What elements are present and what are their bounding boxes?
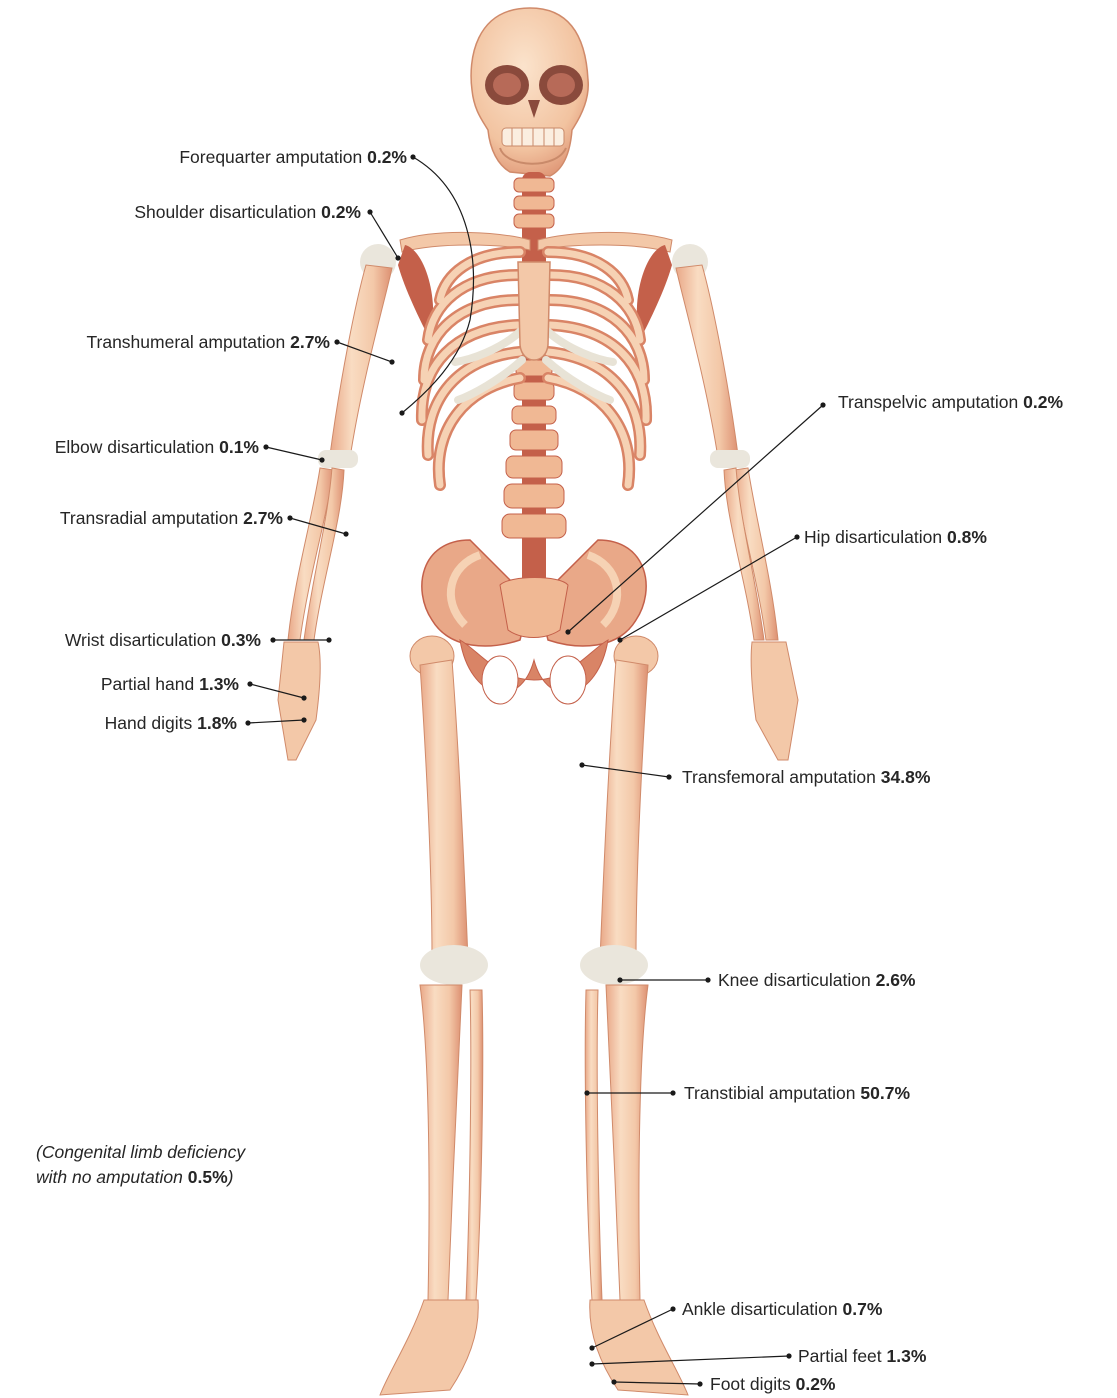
label-forequarter: Forequarter amputation 0.2% — [179, 147, 407, 167]
congenital-note-value: 0.5% — [188, 1167, 228, 1187]
label-partialfeet-name: Partial feet — [798, 1346, 882, 1366]
label-transfemoral-value: 34.8% — [881, 767, 931, 787]
label-ankle-value: 0.7% — [843, 1299, 883, 1319]
label-transhumeral-name: Transhumeral amputation — [86, 332, 285, 352]
label-handdigits-name: Hand digits — [105, 713, 193, 733]
label-knee: Knee disarticulation 2.6% — [718, 970, 916, 990]
leader-transpelvic — [568, 405, 823, 632]
label-footdigits-value: 0.2% — [796, 1374, 836, 1394]
label-wrist-name: Wrist disarticulation — [65, 630, 216, 650]
label-handdigits-value: 1.8% — [197, 713, 237, 733]
label-partialhand-value: 1.3% — [199, 674, 239, 694]
label-transpelvic-name: Transpelvic amputation — [838, 392, 1018, 412]
label-transradial-name: Transradial amputation — [60, 508, 238, 528]
label-knee-value: 2.6% — [876, 970, 916, 990]
label-ankle: Ankle disarticulation 0.7% — [682, 1299, 882, 1319]
label-footdigits-name: Foot digits — [710, 1374, 791, 1394]
label-elbow: Elbow disarticulation 0.1% — [55, 437, 259, 457]
label-hip-name: Hip disarticulation — [804, 527, 942, 547]
left-arm — [672, 244, 798, 760]
label-transtibial-name: Transtibial amputation — [684, 1083, 856, 1103]
label-partialfeet-value: 1.3% — [887, 1346, 927, 1366]
label-shoulder: Shoulder disarticulation 0.2% — [134, 202, 361, 222]
label-transradial-value: 2.7% — [243, 508, 283, 528]
label-transpelvic-value: 0.2% — [1023, 392, 1063, 412]
label-handdigits: Hand digits 1.8% — [105, 713, 237, 733]
label-elbow-value: 0.1% — [219, 437, 259, 457]
label-wrist: Wrist disarticulation 0.3% — [65, 630, 261, 650]
congenital-note-line2: with no amputation 0.5%) — [36, 1165, 245, 1190]
label-transradial: Transradial amputation 2.7% — [60, 508, 283, 528]
label-knee-name: Knee disarticulation — [718, 970, 871, 990]
label-footdigits: Foot digits 0.2% — [710, 1374, 836, 1394]
label-hip: Hip disarticulation 0.8% — [804, 527, 987, 547]
label-transtibial: Transtibial amputation 50.7% — [684, 1083, 910, 1103]
congenital-note-prefix: with no amputation — [36, 1167, 188, 1187]
label-partialhand: Partial hand 1.3% — [101, 674, 239, 694]
label-shoulder-name: Shoulder disarticulation — [134, 202, 316, 222]
label-transhumeral: Transhumeral amputation 2.7% — [86, 332, 330, 352]
right-arm — [278, 244, 396, 760]
label-partialfeet: Partial feet 1.3% — [798, 1346, 926, 1366]
leader-elbow — [266, 447, 322, 460]
label-transfemoral: Transfemoral amputation 34.8% — [682, 767, 930, 787]
label-elbow-name: Elbow disarticulation — [55, 437, 215, 457]
label-hip-value: 0.8% — [947, 527, 987, 547]
congenital-note-suffix: ) — [228, 1167, 234, 1187]
skull — [471, 8, 588, 176]
label-shoulder-value: 0.2% — [321, 202, 361, 222]
label-transhumeral-value: 2.7% — [290, 332, 330, 352]
label-wrist-value: 0.3% — [221, 630, 261, 650]
label-transfemoral-name: Transfemoral amputation — [682, 767, 876, 787]
congenital-note-line1: (Congenital limb deficiency — [36, 1140, 245, 1165]
label-ankle-name: Ankle disarticulation — [682, 1299, 838, 1319]
label-transtibial-value: 50.7% — [860, 1083, 910, 1103]
label-forequarter-value: 0.2% — [367, 147, 407, 167]
congenital-note: (Congenital limb deficiency with no ampu… — [36, 1140, 245, 1190]
left-leg — [580, 636, 688, 1395]
label-transpelvic: Transpelvic amputation 0.2% — [838, 392, 1063, 412]
label-partialhand-name: Partial hand — [101, 674, 194, 694]
label-forequarter-name: Forequarter amputation — [179, 147, 362, 167]
right-leg — [380, 636, 488, 1395]
